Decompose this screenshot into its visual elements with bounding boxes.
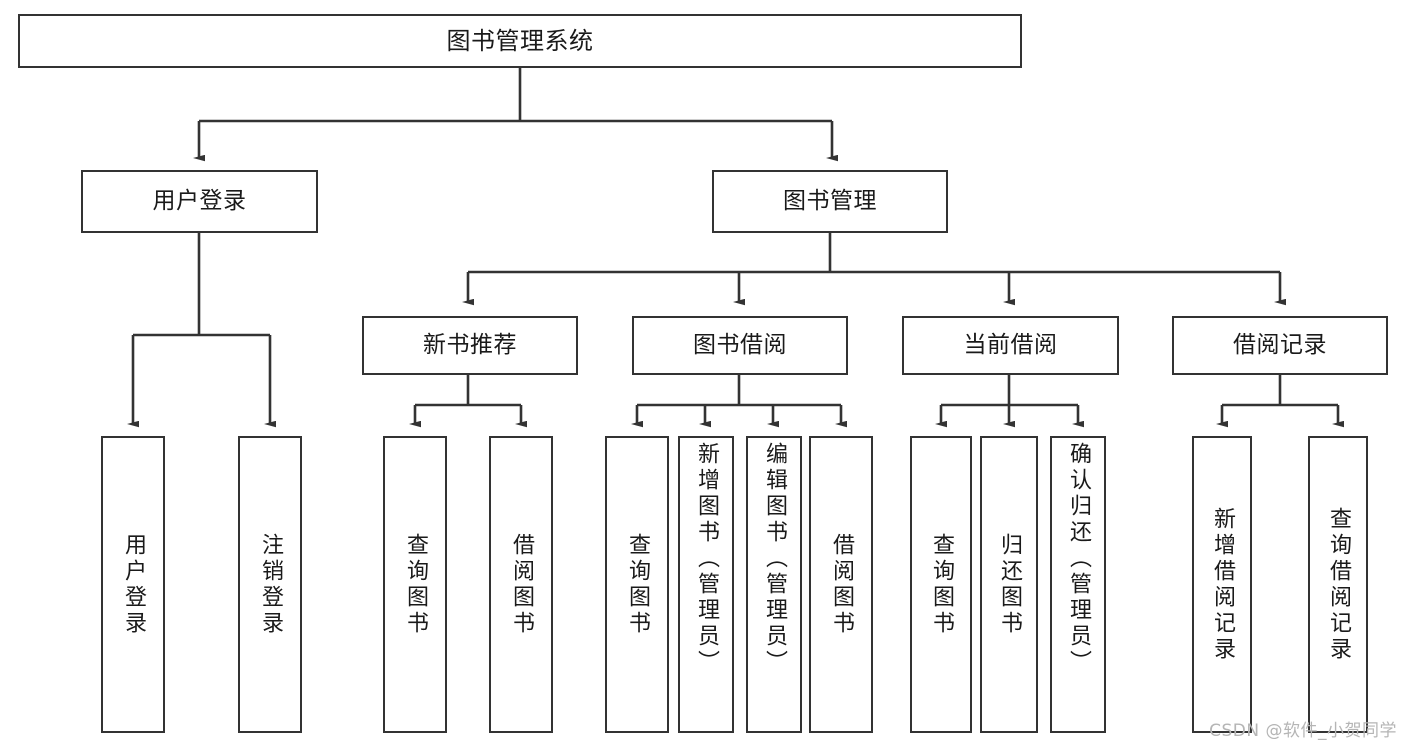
node-book-borrow[interactable]: 图书借阅: [632, 316, 848, 375]
node-leaf-return-book-label: 归还图书: [997, 532, 1022, 637]
node-leaf-borrow-book-1[interactable]: 借阅图书: [489, 436, 553, 733]
node-root-book-management-system[interactable]: 图书管理系统: [18, 14, 1022, 68]
node-new-book-recommend-label: 新书推荐: [423, 331, 517, 358]
node-leaf-query-book-3-label: 查询图书: [929, 532, 954, 637]
node-leaf-borrow-book-2-label: 借阅图书: [829, 532, 854, 637]
node-leaf-return-book[interactable]: 归还图书: [980, 436, 1038, 733]
node-leaf-query-book-2[interactable]: 查询图书: [605, 436, 669, 733]
node-leaf-query-record-label: 查询借阅记录: [1326, 506, 1351, 663]
node-leaf-borrow-book-2[interactable]: 借阅图书: [809, 436, 873, 733]
node-user-login-label: 用户登录: [152, 187, 247, 214]
node-leaf-confirm-return[interactable]: 确认归还（管理员）: [1050, 436, 1106, 733]
node-leaf-confirm-return-label: 确认归还（管理员）: [1066, 442, 1091, 676]
node-user-login[interactable]: 用户登录: [81, 170, 318, 233]
node-book-management-label: 图书管理: [783, 187, 877, 214]
node-current-borrow-label: 当前借阅: [963, 331, 1058, 358]
node-leaf-query-book-1[interactable]: 查询图书: [383, 436, 447, 733]
node-leaf-add-book[interactable]: 新增图书（管理员）: [678, 436, 734, 733]
node-leaf-query-record[interactable]: 查询借阅记录: [1308, 436, 1368, 733]
node-root-label: 图书管理系统: [446, 26, 594, 55]
node-borrow-record-label: 借阅记录: [1233, 331, 1327, 358]
node-new-book-recommend[interactable]: 新书推荐: [362, 316, 578, 375]
node-leaf-add-record-label: 新增借阅记录: [1210, 506, 1235, 663]
node-current-borrow[interactable]: 当前借阅: [902, 316, 1119, 375]
node-leaf-query-book-3[interactable]: 查询图书: [910, 436, 972, 733]
node-leaf-add-record[interactable]: 新增借阅记录: [1192, 436, 1252, 733]
node-leaf-logout-login-label: 注销登录: [258, 532, 283, 637]
csdn-watermark: CSDN @软件_小贺同学: [1209, 721, 1397, 741]
node-leaf-edit-book[interactable]: 编辑图书（管理员）: [746, 436, 802, 733]
node-leaf-query-book-1-label: 查询图书: [403, 532, 428, 637]
node-leaf-user-login[interactable]: 用户登录: [101, 436, 165, 733]
node-leaf-logout-login[interactable]: 注销登录: [238, 436, 302, 733]
node-book-borrow-label: 图书借阅: [693, 331, 787, 358]
node-leaf-user-login-label: 用户登录: [121, 532, 146, 637]
node-borrow-record[interactable]: 借阅记录: [1172, 316, 1388, 375]
node-book-management[interactable]: 图书管理: [712, 170, 948, 233]
node-leaf-edit-book-label: 编辑图书（管理员）: [762, 442, 787, 676]
node-leaf-query-book-2-label: 查询图书: [625, 532, 650, 637]
node-leaf-borrow-book-1-label: 借阅图书: [509, 532, 534, 637]
node-leaf-add-book-label: 新增图书（管理员）: [694, 442, 719, 676]
